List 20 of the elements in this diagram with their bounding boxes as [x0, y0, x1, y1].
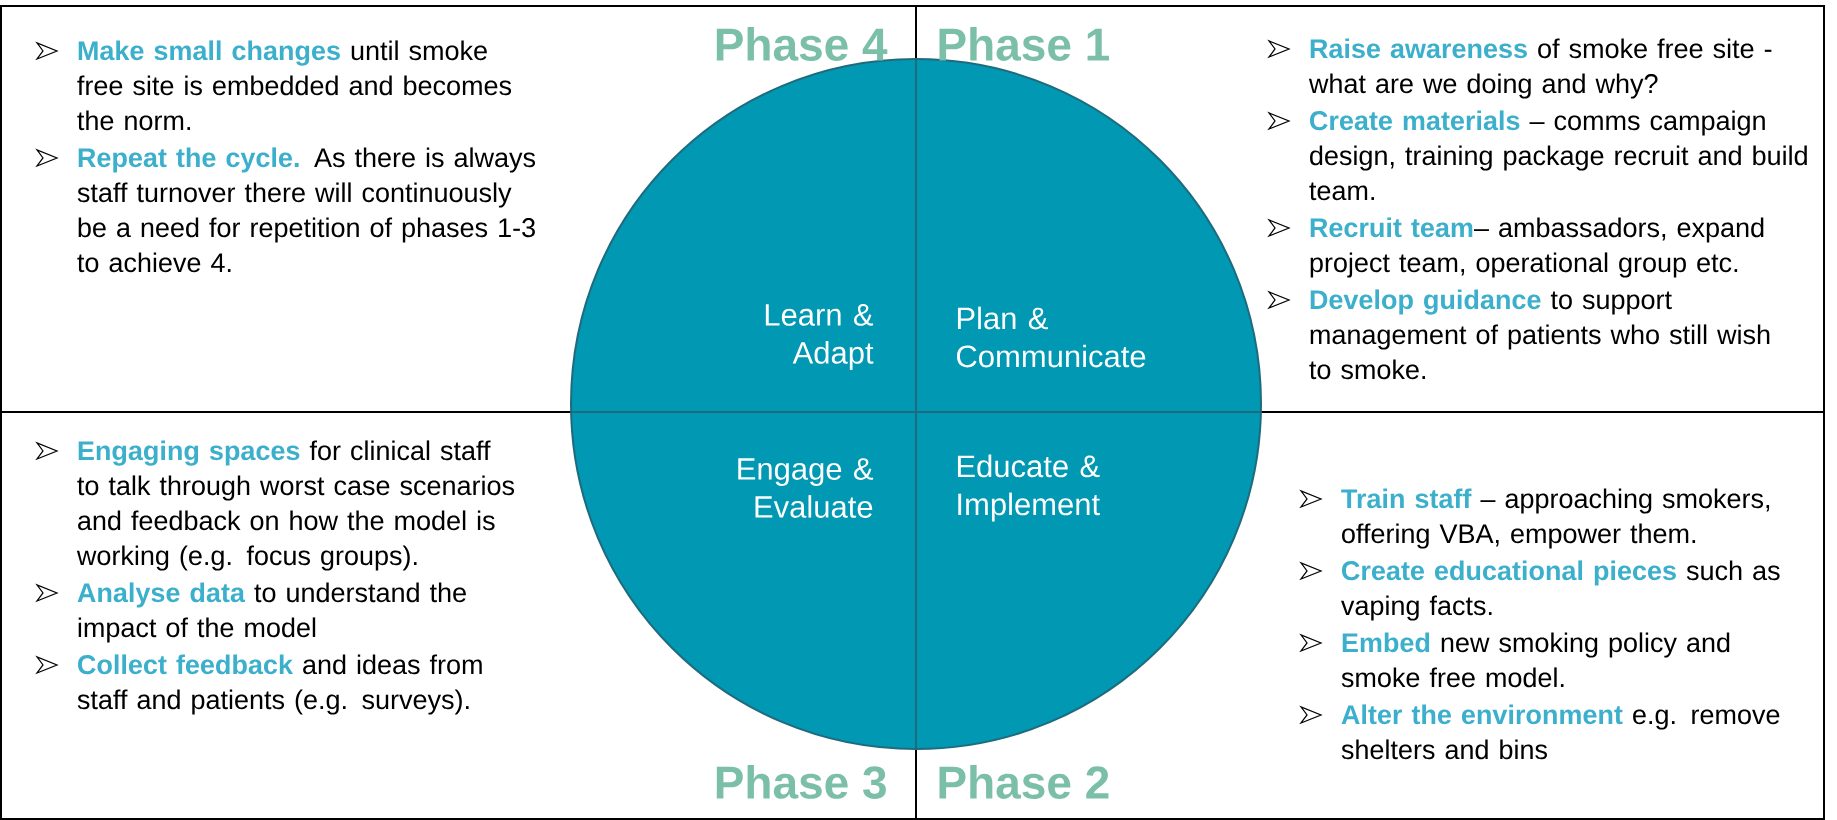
- phase-label: Phase 3: [716, 765, 886, 799]
- phase-label: Phase 1: [939, 27, 1109, 61]
- bullet-item: Raise awareness of smoke free site - what are we doing and why?: [1308, 38, 1772, 99]
- bullet-item: Repeat the cycle. As there is always staff turnover there will continuously be a need for repetition of phases 1-3 to achieve 4.: [77, 147, 536, 273]
- bullet-item: Alter the environment e.g. remove shelters and bins: [1341, 704, 1780, 760]
- bullet-item: Embed new smoking policy and smoke free model.: [1341, 632, 1730, 688]
- phase-label: Phase 2: [939, 765, 1109, 799]
- bullet-item: Recruit team– ambassadors, expand project team, operational group etc.: [1310, 217, 1764, 278]
- bullet-item: Create materials – comms campaign design, training package recruit and build team.: [1309, 110, 1807, 201]
- quadrant-label: Learn & Adapt: [765, 304, 874, 370]
- phase-label: Phase 4: [716, 27, 888, 61]
- quadrant-label: Engage & Evaluate: [738, 458, 874, 518]
- bullet-item: Engaging spaces for clinical staff to talk through worst case scenarios and feedback on how the model is working (e.g. focus groups).: [76, 440, 515, 571]
- bullet-item: Develop guidance to support management of patients who still wish to smoke.: [1309, 289, 1770, 380]
- bullet-item: Collect feedback and ideas from staff and patients (e.g. surveys).: [77, 654, 482, 715]
- quadrant-label: Plan & Communicate: [957, 306, 1146, 368]
- bullet-item: Create educational pieces such as vaping facts.: [1341, 560, 1780, 621]
- bullet-item: Make small changes until smoke free site is embedded and becomes the norm.: [77, 40, 512, 131]
- bullet-item: Train staff – approaching smokers, offering VBA, empower them.: [1341, 488, 1770, 549]
- quadrant-label: Educate & Implement: [957, 454, 1100, 522]
